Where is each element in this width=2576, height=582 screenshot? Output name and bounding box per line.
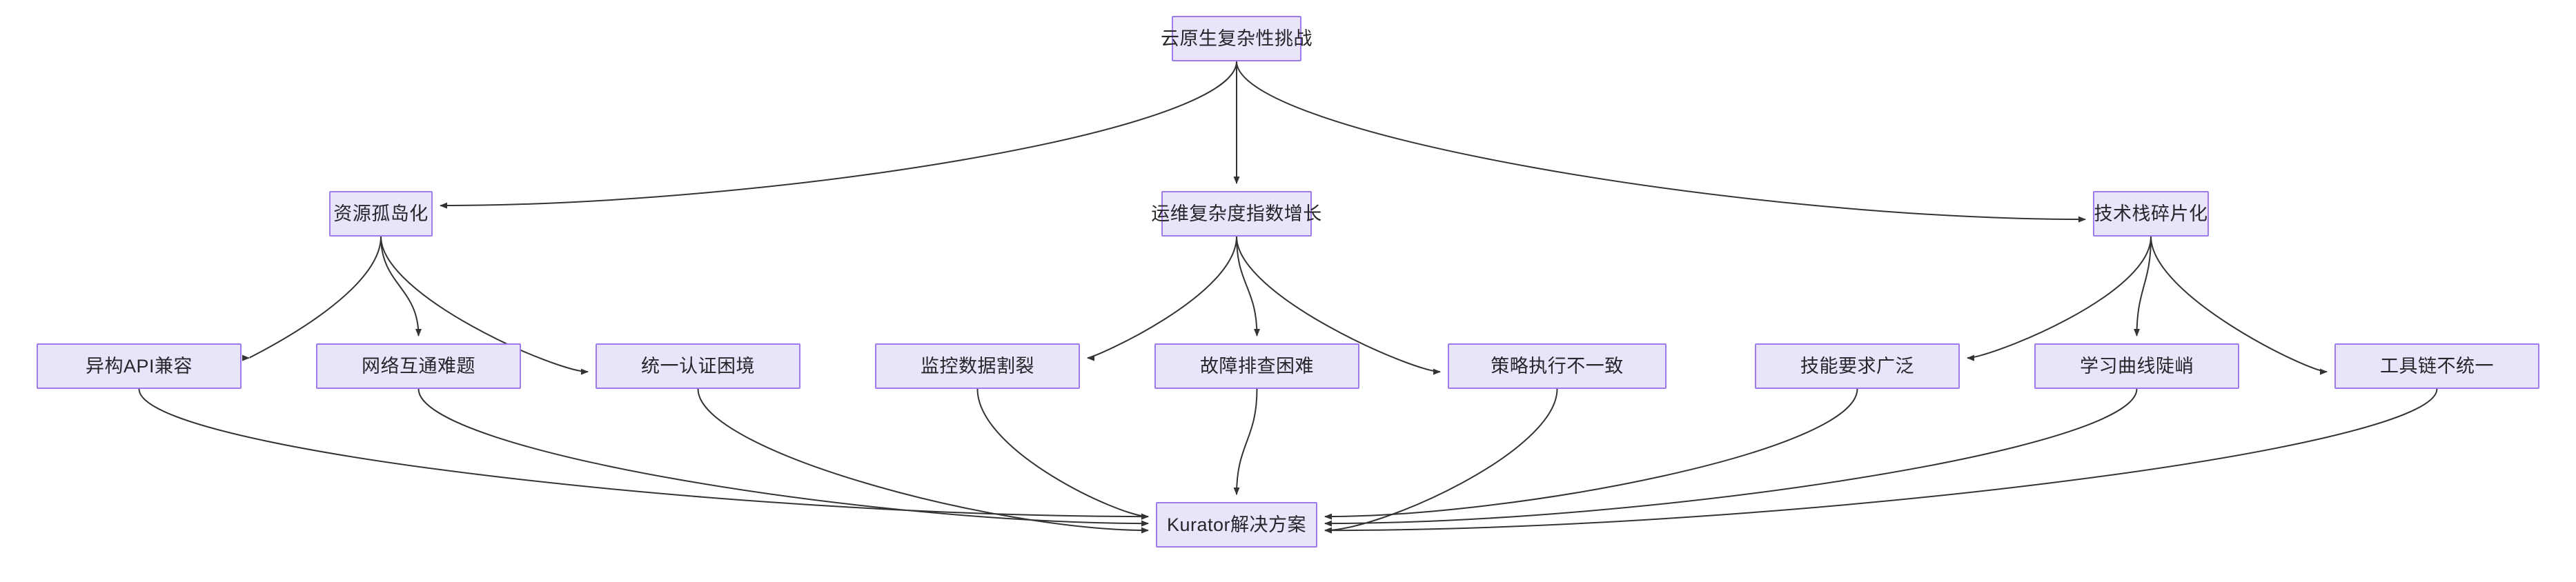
edge-cat2-to-leaf4 xyxy=(1087,236,1237,361)
node-label: 运维复杂度指数增长 xyxy=(1151,203,1322,224)
edge-leaf7-to-sol xyxy=(1324,388,1858,520)
node-sol[interactable]: Kurator解决方案 xyxy=(1156,502,1317,548)
edge-leaf9-to-sol xyxy=(1324,388,2438,534)
edge-leaf4-to-sol xyxy=(976,388,1149,520)
edges-group xyxy=(138,61,2438,534)
node-label: Kurator解决方案 xyxy=(1166,514,1307,535)
node-cat1[interactable]: 资源孤岛化 xyxy=(329,191,433,237)
edge-cat3-to-leaf7 xyxy=(1967,236,2152,361)
node-leaf6[interactable]: 策略执行不一致 xyxy=(1448,343,1666,389)
node-label: 异构API兼容 xyxy=(85,355,193,377)
node-label: 工具链不统一 xyxy=(2380,355,2494,377)
node-leaf1[interactable]: 异构API兼容 xyxy=(37,343,242,389)
edge-cat1-to-leaf1 xyxy=(242,236,382,361)
node-label: 资源孤岛化 xyxy=(333,203,429,224)
edge-leaf2-to-sol xyxy=(417,388,1149,527)
node-label: 技能要求广泛 xyxy=(1800,355,1914,377)
node-root[interactable]: 云原生复杂性挑战 xyxy=(1161,16,1312,61)
edge-leaf3-to-sol xyxy=(697,388,1149,534)
node-label: 监控数据割裂 xyxy=(921,355,1034,377)
node-leaf9[interactable]: 工具链不统一 xyxy=(2334,343,2539,389)
node-label: 云原生复杂性挑战 xyxy=(1161,28,1312,49)
edge-root-to-cat1 xyxy=(440,61,1237,209)
edge-cat3-to-leaf9 xyxy=(2150,236,2328,375)
edge-cat2-to-leaf5 xyxy=(1236,236,1260,337)
node-label: 技术栈碎片化 xyxy=(2094,203,2208,224)
node-leaf3[interactable]: 统一认证困境 xyxy=(596,343,800,389)
node-leaf2[interactable]: 网络互通难题 xyxy=(316,343,521,389)
edge-cat2-to-leaf6 xyxy=(1236,236,1441,375)
edge-cat3-to-leaf8 xyxy=(2134,236,2152,337)
node-leaf8[interactable]: 学习曲线陡峭 xyxy=(2034,343,2239,389)
edge-cat1-to-leaf2 xyxy=(380,236,422,337)
node-leaf5[interactable]: 故障排查困难 xyxy=(1154,343,1359,389)
node-label: 学习曲线陡峭 xyxy=(2080,355,2194,377)
edge-leaf5-to-sol xyxy=(1233,388,1258,495)
node-leaf7[interactable]: 技能要求广泛 xyxy=(1755,343,1960,389)
edge-root-to-cat3 xyxy=(1236,61,2086,223)
node-label: 统一认证困境 xyxy=(641,355,755,377)
node-cat3[interactable]: 技术栈碎片化 xyxy=(2093,191,2209,237)
edge-leaf8-to-sol xyxy=(1324,388,2138,527)
node-leaf4[interactable]: 监控数据割裂 xyxy=(875,343,1080,389)
edge-cat1-to-leaf3 xyxy=(380,236,589,375)
node-cat2[interactable]: 运维复杂度指数增长 xyxy=(1151,191,1321,237)
node-label: 策略执行不一致 xyxy=(1491,355,1624,377)
node-label: 网络互通难题 xyxy=(362,355,475,377)
node-label: 故障排查困难 xyxy=(1200,355,1314,377)
edge-leaf1-to-sol xyxy=(138,388,1149,520)
edge-leaf6-to-sol xyxy=(1324,388,1558,534)
